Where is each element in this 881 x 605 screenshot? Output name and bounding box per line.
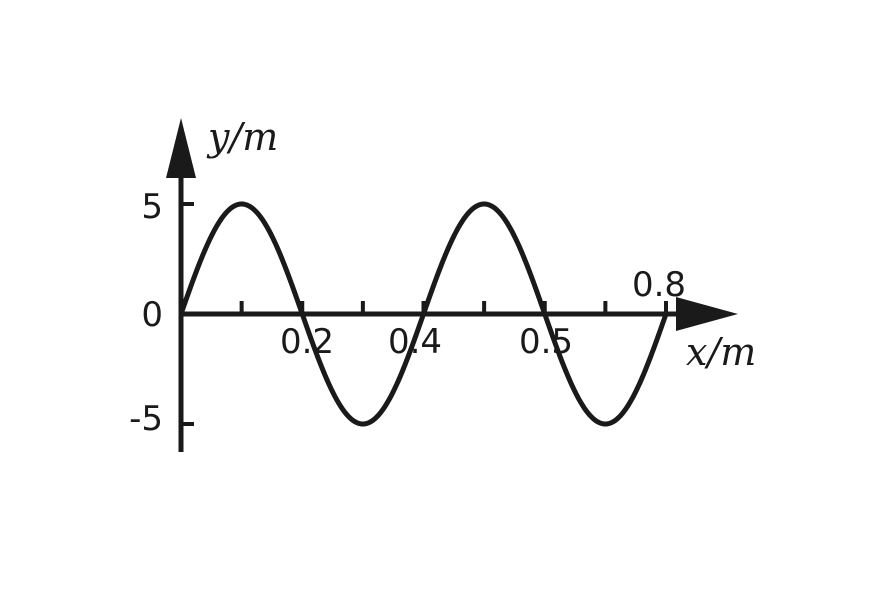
y-tick-label: 0	[141, 295, 163, 335]
y-tick-label: 5	[141, 187, 163, 227]
labels: 0.2 0.4 0.5 0.8 5 0 -5 y/m x/m	[129, 115, 756, 439]
wave-curve	[178, 201, 669, 427]
x-tick-label: 0.8	[632, 265, 686, 305]
x-axis-arrow	[676, 297, 738, 331]
x-axis-label: x/m	[686, 330, 756, 374]
x-tick-label: 0.5	[519, 322, 573, 362]
x-tick-label: 0.4	[388, 322, 442, 362]
y-axis-label: y/m	[206, 115, 278, 159]
x-tick-label: 0.2	[280, 322, 334, 362]
axes	[166, 118, 738, 452]
y-axis-arrow	[166, 118, 196, 178]
y-tick-label: -5	[129, 399, 163, 439]
